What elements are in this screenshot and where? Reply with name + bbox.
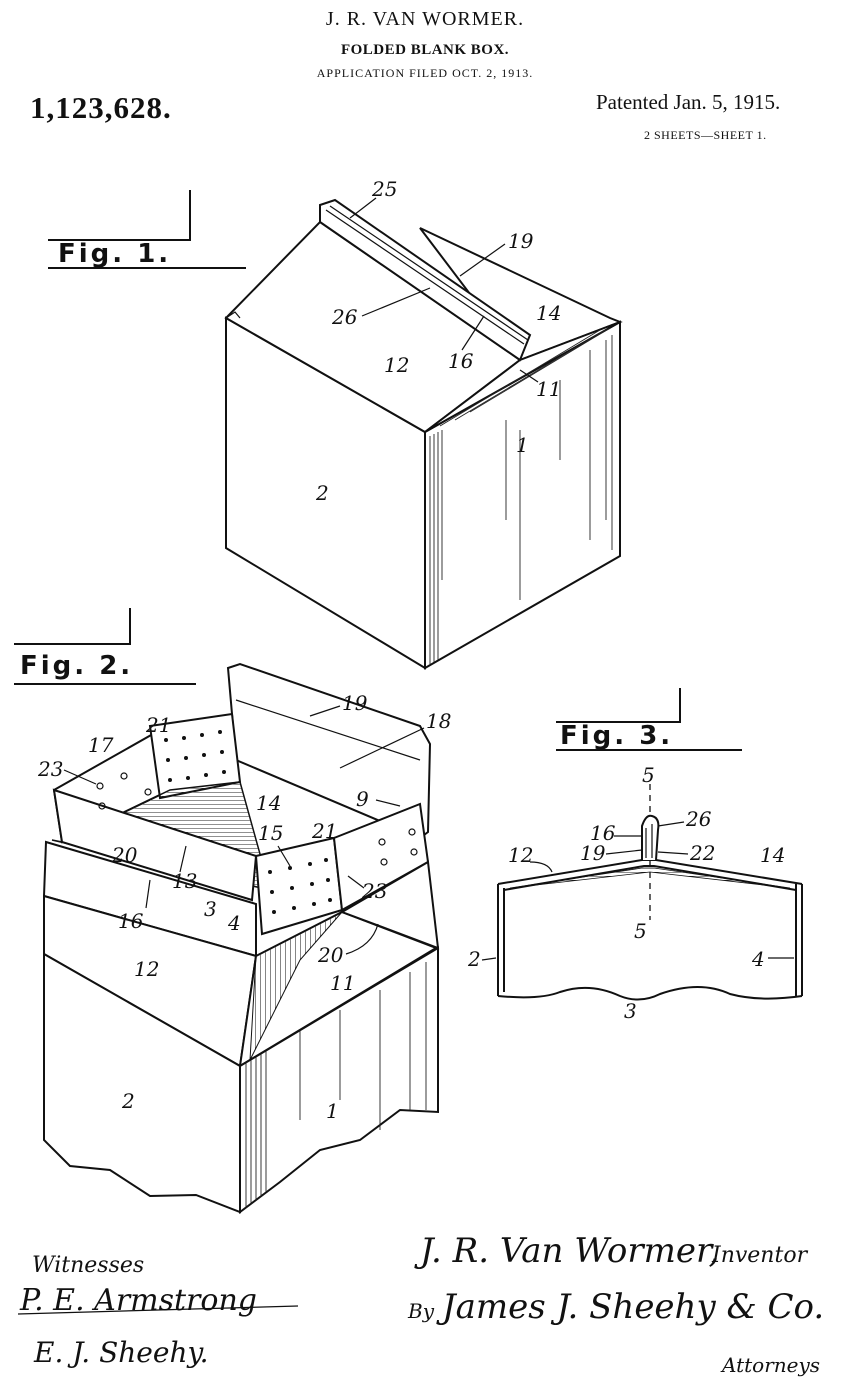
inventor-label: Inventor xyxy=(711,1243,809,1268)
fig2-ref-20b: 20 xyxy=(317,943,344,967)
fig1-ref-26: 26 xyxy=(331,305,358,329)
fig3-ref-19: 19 xyxy=(580,841,606,865)
fig2-back-flap-19 xyxy=(226,662,432,840)
fig2-ref-3: 3 xyxy=(204,897,217,921)
fig1-ref-11: 11 xyxy=(536,377,561,401)
fig3-ref-4: 4 xyxy=(751,947,765,971)
inventor-signature: J. R. Van Wormer, xyxy=(414,1231,719,1271)
fig2-label-bracket xyxy=(14,608,196,685)
fig2-rivets-left xyxy=(164,730,226,782)
fig2-ref-19: 19 xyxy=(342,691,368,715)
fig2-ref-18: 18 xyxy=(426,709,451,733)
fig3-break-line xyxy=(497,986,803,1001)
fig3-ref-12: 12 xyxy=(508,843,533,867)
fig3-ref-26: 26 xyxy=(685,807,712,831)
fig1-ref-25: 25 xyxy=(371,177,397,201)
fig2-ref-13: 13 xyxy=(172,869,197,893)
fig1-right-face-shading xyxy=(429,335,613,664)
fig3-label: Fig. 3. xyxy=(560,721,673,751)
figure-2: Fig. 2. xyxy=(14,608,451,1214)
fig1-gable-shading xyxy=(439,327,611,427)
fig1-seam-rib-25 xyxy=(319,198,532,362)
fig1-label: Fig. 1. xyxy=(58,239,171,269)
signature-block: Witnesses P. E. Armstrong E. J. Sheehy. … xyxy=(17,1231,824,1377)
fig2-ref-1: 1 xyxy=(326,1099,339,1123)
fig1-ref-2: 2 xyxy=(315,481,329,505)
fig2-ref-21a: 21 xyxy=(145,713,171,737)
fig2-holes-23 xyxy=(96,772,418,866)
attorneys-label: Attorneys xyxy=(720,1353,820,1377)
fig2-ref-12: 12 xyxy=(134,957,159,981)
inventor-name-header: J. R. VAN WORMER. xyxy=(325,8,525,30)
fig3-ref-3: 3 xyxy=(624,999,637,1023)
sheet-count: 2 SHEETS—SHEET 1. xyxy=(644,128,767,142)
witness-1-signature: P. E. Armstrong xyxy=(19,1283,257,1318)
fig3-seam-rib xyxy=(641,814,660,861)
by-label: By xyxy=(407,1299,435,1323)
fig2-right-face-1 xyxy=(239,946,439,1214)
fig3-ref-14: 14 xyxy=(760,843,785,867)
witness-2-signature: E. J. Sheehy. xyxy=(33,1336,208,1369)
fig1-ref-16: 16 xyxy=(448,349,474,373)
fig1-label-bracket xyxy=(48,190,246,269)
fig2-rivets-right xyxy=(268,858,332,914)
fig1-ref-1: 1 xyxy=(516,433,529,457)
fig3-ref-2: 2 xyxy=(467,947,481,971)
fig2-ref-4: 4 xyxy=(227,911,241,935)
fig2-ref-14: 14 xyxy=(256,791,281,815)
fig2-ref-20a: 20 xyxy=(111,843,138,867)
fig2-ref-15: 15 xyxy=(258,821,283,845)
application-filed: APPLICATION FILED OCT. 2, 1913. xyxy=(316,66,534,80)
fig2-ref-17: 17 xyxy=(88,733,114,757)
fig2-ref-23b: 23 xyxy=(361,879,387,903)
fig3-ref-5a: 5 xyxy=(642,763,655,787)
fig2-right-upper xyxy=(339,860,440,950)
fig2-ref-23a: 23 xyxy=(37,757,63,781)
fig1-ref-12: 12 xyxy=(384,353,409,377)
fig2-gable-shadow xyxy=(249,911,343,1061)
fig2-front-rim xyxy=(52,788,258,902)
fig3-ref-22: 22 xyxy=(689,841,715,865)
fig2-ref-11: 11 xyxy=(330,971,355,995)
fig2-right-face-shading xyxy=(245,962,427,1208)
patent-number: 1,123,628. xyxy=(30,90,172,125)
fig3-label-bracket xyxy=(556,688,742,751)
patented-date: Patented Jan. 5, 1915. xyxy=(596,90,781,114)
attorney-signature: James J. Sheehy & Co. xyxy=(436,1287,824,1327)
fig1-ref-14: 14 xyxy=(536,301,561,325)
fig2-ref-16: 16 xyxy=(118,909,144,933)
fig2-label: Fig. 2. xyxy=(20,651,133,681)
fig3-ref-5b: 5 xyxy=(634,919,647,943)
patent-title: FOLDED BLANK BOX. xyxy=(340,42,510,58)
figure-3: Fig. 3. 5 16 26 12 19 22 14 5 2 4 xyxy=(467,688,803,1023)
fig3-ref-16: 16 xyxy=(590,821,616,845)
figure-1: Fig. 1. xyxy=(48,177,623,670)
fig2-ref-21b: 21 xyxy=(311,819,337,843)
witnesses-label: Witnesses xyxy=(32,1253,144,1278)
fig1-ref-19: 19 xyxy=(508,229,534,253)
fig2-ref-9: 9 xyxy=(356,787,369,811)
fig2-ref-2: 2 xyxy=(121,1089,135,1113)
